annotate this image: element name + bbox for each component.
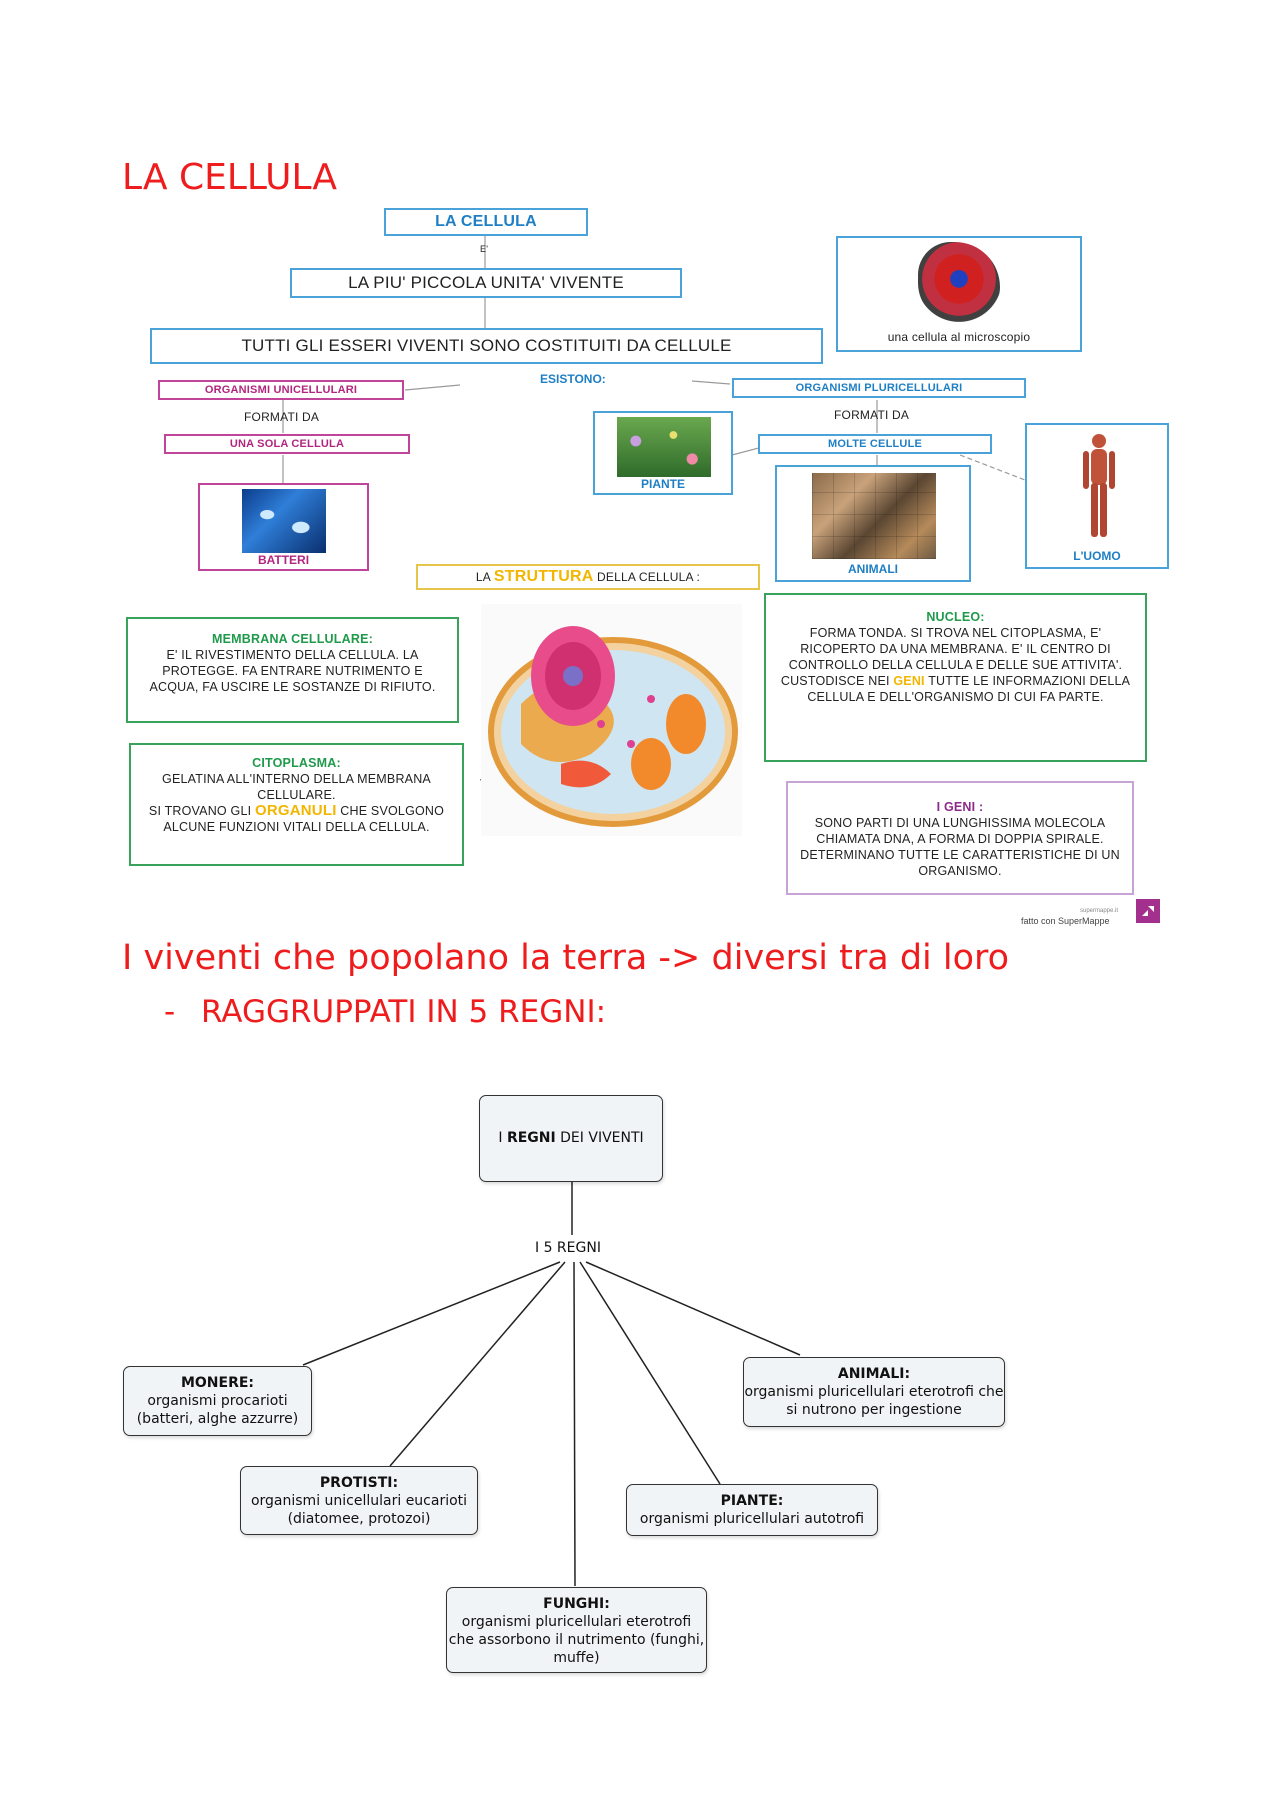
box-geni: I GENI : SONO PARTI DI UNA LUNGHISSIMA M… bbox=[786, 781, 1134, 895]
card-animali: ANIMALI bbox=[775, 465, 971, 582]
page-title-cellula: LA CELLULA bbox=[122, 157, 338, 198]
card-batteri: BATTERI bbox=[198, 483, 369, 571]
text-nucleo-1: FORMA TONDA. SI TROVA NEL CITOPLASMA, E'… bbox=[788, 626, 1123, 672]
card-microscope: una cellula al microscopio bbox=[836, 236, 1082, 352]
plants-image bbox=[617, 417, 711, 477]
label-uomo: L'UOMO bbox=[1073, 549, 1121, 563]
regno-animali: ANIMALI: organismi pluricellulari eterot… bbox=[743, 1357, 1005, 1427]
card-uomo: L'UOMO bbox=[1025, 423, 1169, 569]
title-membrana: MEMBRANA CELLULARE: bbox=[212, 632, 373, 646]
text-geni: SONO PARTI DI UNA LUNGHISSIMA MOLECOLA C… bbox=[800, 816, 1120, 878]
label-formati-da-1: FORMATI DA bbox=[244, 410, 320, 424]
card-piante: PIANTE bbox=[593, 411, 733, 495]
box-unicellulari: ORGANISMI UNICELLULARI bbox=[158, 380, 404, 400]
box-molte-cellule: MOLTE CELLULE bbox=[758, 434, 992, 454]
regno-piante: PIANTE: organismi pluricellulari autotro… bbox=[626, 1484, 878, 1536]
text-nucleo-2: CUSTODISCE NEI GENI TUTTE LE INFORMAZION… bbox=[780, 674, 1131, 704]
bacteria-image bbox=[242, 489, 326, 553]
text-citoplasma-1: GELATINA ALL'INTERNO DELLA MEMBRANA CELL… bbox=[162, 772, 431, 802]
regno-monere: MONERE: organismi procarioti (batteri, a… bbox=[123, 1366, 312, 1436]
label-esistono: ESISTONO: bbox=[540, 372, 606, 386]
box-all-living: TUTTI GLI ESSERI VIVENTI SONO COSTITUITI… bbox=[150, 328, 823, 364]
supermappe-credit: fatto con SuperMappe bbox=[1021, 916, 1110, 926]
box-una-sola-cellula: UNA SOLA CELLULA bbox=[164, 434, 410, 454]
bullet-dash: - bbox=[164, 994, 176, 1030]
box-pluricellulari: ORGANISMI PLURICELLULARI bbox=[732, 378, 1026, 398]
label-animali: ANIMALI bbox=[848, 562, 898, 576]
cell-concept-map: LA CELLULA E' LA PIU' PICCOLA UNITA' VIV… bbox=[126, 208, 1169, 926]
box-unit: LA PIU' PICCOLA UNITA' VIVENTE bbox=[290, 268, 682, 298]
box-membrana: MEMBRANA CELLULARE: E' IL RIVESTIMENTO D… bbox=[126, 617, 459, 723]
label-batteri: BATTERI bbox=[257, 553, 310, 567]
box-citoplasma: CITOPLASMA: GELATINA ALL'INTERNO DELLA M… bbox=[129, 743, 464, 866]
title-nucleo: NUCLEO: bbox=[926, 610, 985, 624]
regno-funghi: FUNGHI: organismi pluricellulari eterotr… bbox=[446, 1587, 707, 1673]
regni-hub-label: I 5 REGNI bbox=[535, 1240, 601, 1256]
box-nucleo: NUCLEO: FORMA TONDA. SI TROVA NEL CITOPL… bbox=[764, 593, 1147, 762]
label-microscope: una cellula al microscopio bbox=[887, 330, 1031, 344]
connector-label-e: E' bbox=[480, 244, 489, 254]
regni-root: I REGNI DEI VIVENTI bbox=[479, 1095, 663, 1182]
supermappe-logo bbox=[1136, 899, 1160, 923]
animals-image bbox=[812, 473, 936, 559]
bullet-regni: RAGGRUPPATI IN 5 REGNI: bbox=[201, 994, 607, 1030]
title-geni: I GENI : bbox=[936, 800, 984, 814]
regno-protisti: PROTISTI: organismi unicellulari eucario… bbox=[240, 1466, 478, 1535]
microscope-cell-image bbox=[918, 242, 1000, 324]
text-citoplasma-2: SI TROVANO GLI ORGANULI CHE SVOLGONO ALC… bbox=[148, 802, 445, 835]
box-struttura: LA STRUTTURA DELLA CELLULA : bbox=[416, 564, 760, 590]
cell-diagram-image bbox=[481, 604, 742, 836]
map-root-cellula: LA CELLULA bbox=[384, 208, 588, 236]
text-membrana: E' IL RIVESTIMENTO DELLA CELLULA. LA PRO… bbox=[149, 648, 436, 694]
heading-viventi: I viventi che popolano la terra -> diver… bbox=[122, 938, 1010, 978]
animal-cell-illustration bbox=[488, 626, 738, 827]
label-piante: PIANTE bbox=[640, 477, 685, 491]
title-citoplasma: CITOPLASMA: bbox=[252, 756, 341, 770]
supermappe-credit-small: supermappe.it bbox=[1080, 908, 1119, 914]
human-anatomy-image bbox=[1083, 434, 1115, 537]
label-formati-da-2: FORMATI DA bbox=[834, 408, 910, 422]
